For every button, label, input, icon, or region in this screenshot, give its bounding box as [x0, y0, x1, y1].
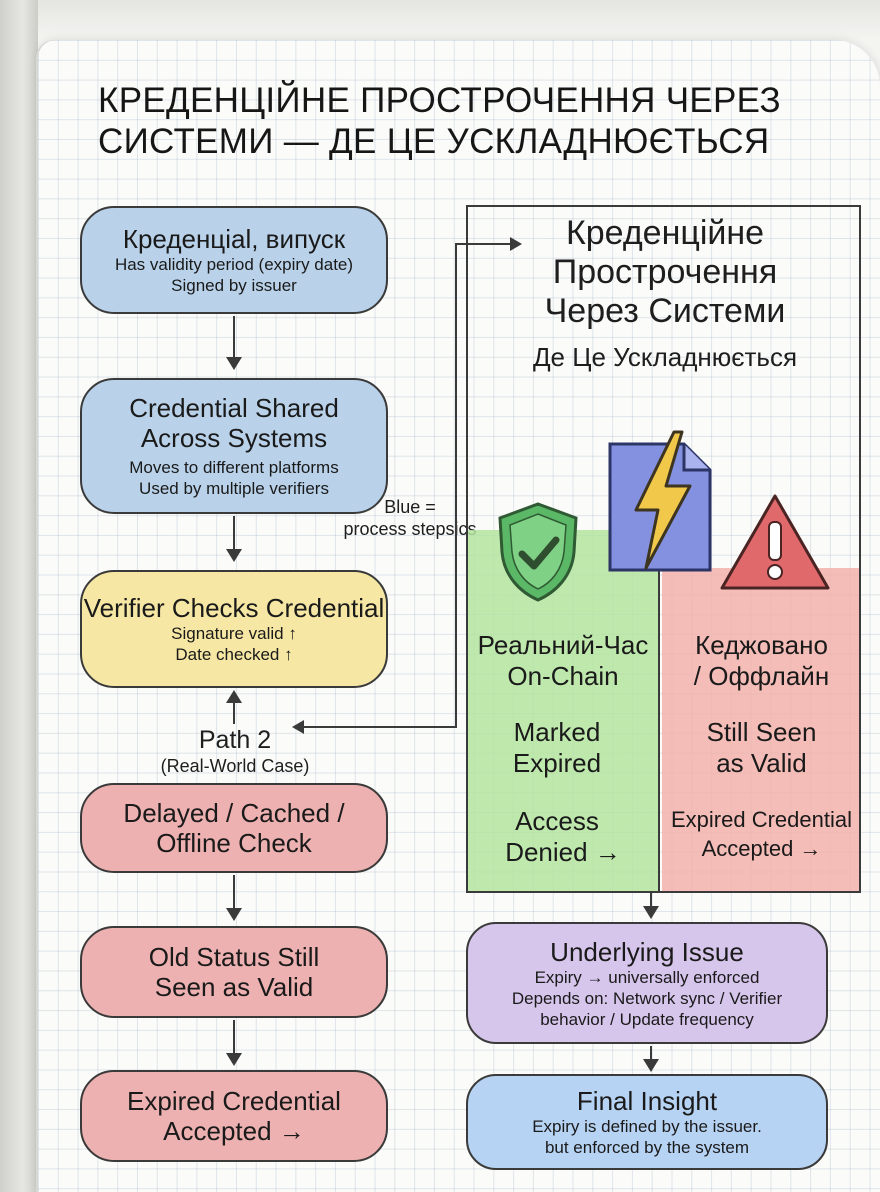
panel-title-line2: Прострочення	[552, 253, 778, 291]
step-credential-shared-heading1: Credential Shared	[129, 393, 339, 423]
comparison-panel	[466, 205, 861, 893]
step-verifier-checks: Verifier Checks Credential Signature val…	[80, 570, 388, 688]
realtime-heading2: On-Chain	[507, 661, 619, 691]
step-credential-issued: Креденціal, випуск Has validity period (…	[80, 206, 388, 314]
final-insight-detail2: but enforced by the system	[544, 1138, 750, 1157]
legend-note: Blue = process stepsics	[320, 496, 500, 540]
realtime-status2: Expired	[512, 748, 602, 778]
arrow-1-2-head	[226, 357, 242, 370]
arrow-4-5-head	[226, 908, 242, 921]
arrow-1-2-line	[233, 316, 235, 358]
step-verifier-checks-detail1: Signature valid ↑	[171, 624, 297, 643]
arrow-2-3-head	[226, 549, 242, 562]
underlying-issue-detail3: behavior / Update frequency	[540, 1009, 754, 1029]
realtime-column	[466, 530, 660, 893]
step-expired-accepted-heading1: Expired Credential	[127, 1086, 341, 1116]
cached-heading2: / Оффлайн	[693, 661, 830, 691]
arrow-panel-issue-line	[650, 893, 652, 907]
arrow-path2-up-head	[226, 690, 242, 703]
step-credential-shared-heading2: Across Systems	[140, 423, 328, 453]
cached-column	[662, 568, 861, 893]
step-old-status-heading1: Old Status Still	[148, 942, 320, 972]
warning-triangle-icon	[720, 494, 830, 590]
realtime-result2: Denied →	[505, 837, 621, 867]
step-old-status-heading2: Seen as Valid	[154, 972, 314, 1002]
panel-title-line1: Креденційне	[565, 214, 765, 252]
arrow-5-6-line	[233, 1020, 235, 1054]
page-title-line1: КРЕДЕНЦІЙНЕ ПРОСТРОЧЕННЯ ЧЕРЕЗ	[98, 81, 781, 120]
arrow-issue-insight-head	[643, 1059, 659, 1072]
final-insight-heading: Final Insight	[576, 1086, 718, 1116]
cached-result1: Expired Credential	[671, 807, 852, 832]
step-credential-issued-detail2: Signed by issuer	[171, 276, 297, 295]
step-delayed-check-heading2: Offline Check	[156, 828, 312, 858]
realtime-status1: Marked	[513, 717, 601, 747]
underlying-issue-heading: Underlying Issue	[550, 936, 744, 967]
panel-subtitle: Де Це Ускладнюється	[532, 342, 798, 372]
step-delayed-check: Delayed / Cached / Offline Check	[80, 783, 388, 873]
step-expired-accepted-heading2: Accepted →	[163, 1116, 305, 1146]
path2-sublabel: (Real-World Case)	[160, 756, 310, 776]
arrow-path2-up-line	[233, 700, 235, 724]
notebook-spine	[0, 0, 38, 1192]
arrow-2-3-line	[233, 516, 235, 550]
page-title-line2: СИСТЕМИ — ДЕ ЦЕ УСКЛАДНЮЄТЬСЯ	[98, 122, 770, 161]
step-credential-shared: Credential Shared Across Systems Moves t…	[80, 378, 388, 514]
underlying-issue-detail1: Expiry → universally enforced	[534, 967, 760, 987]
cached-heading1: Кеджовано	[695, 630, 828, 660]
panel-title-line3: Через Системи	[544, 292, 786, 330]
step-old-status: Old Status Still Seen as Valid	[80, 926, 388, 1018]
path2-label: Path 2	[198, 726, 272, 754]
final-insight-box: Final Insight Expiry is defined by the i…	[466, 1074, 828, 1170]
arrow-issue-insight-line	[650, 1046, 652, 1060]
legend-line1: Blue =	[384, 497, 436, 517]
shield-check-icon	[498, 502, 578, 602]
cached-status2: as Valid	[716, 748, 807, 778]
step-delayed-check-heading1: Delayed / Cached /	[123, 798, 345, 828]
final-insight-detail1: Expiry is defined by the issuer.	[532, 1117, 762, 1136]
realtime-result1: Access	[515, 806, 599, 836]
lightning-document-icon	[608, 430, 712, 572]
underlying-issue-detail2: Depends on: Network sync / Verifier	[511, 988, 783, 1008]
step-credential-issued-heading: Креденціal, випуск	[122, 224, 346, 254]
step-credential-issued-detail1: Has validity period (expiry date)	[114, 255, 354, 274]
underlying-issue-box: Underlying Issue Expiry → universally en…	[466, 922, 828, 1044]
arrow-5-6-head	[226, 1053, 242, 1066]
cached-status1: Still Seen	[706, 717, 817, 747]
step-verifier-checks-heading: Verifier Checks Credential	[83, 593, 385, 623]
arrow-panel-issue-head	[643, 906, 659, 919]
realtime-heading1: Реальний-Час	[477, 630, 649, 660]
step-credential-shared-detail2: Used by multiple verifiers	[139, 479, 329, 498]
cached-result2: Accepted →	[701, 836, 822, 861]
arrow-4-5-line	[233, 875, 235, 909]
step-verifier-checks-detail2: Date checked ↑	[175, 645, 293, 664]
legend-line2: process stepsics	[343, 519, 477, 539]
step-expired-accepted: Expired Credential Accepted →	[80, 1070, 388, 1162]
step-credential-shared-detail1: Moves to different platforms	[129, 458, 339, 477]
